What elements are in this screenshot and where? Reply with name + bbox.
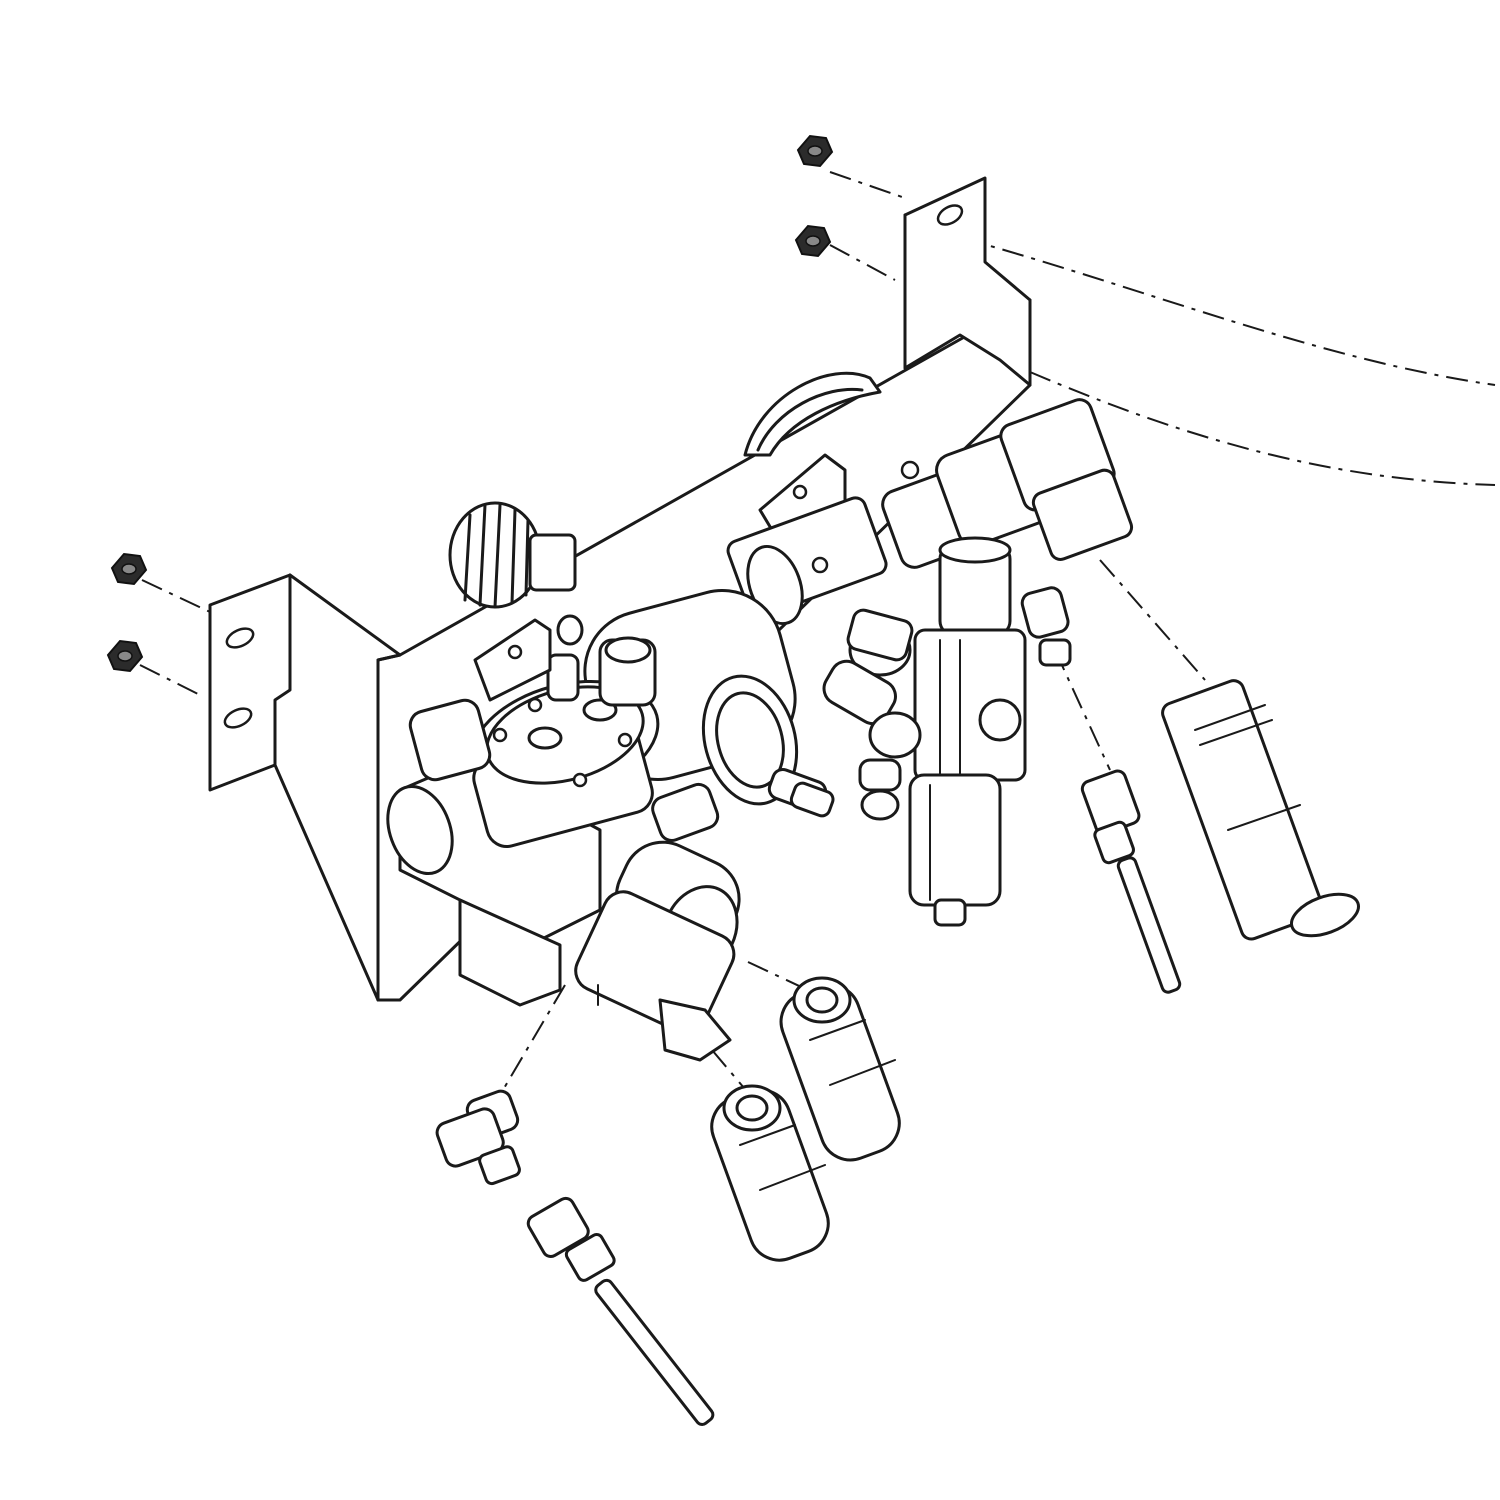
bracket-left-flange: [208, 573, 292, 792]
guide-line-hose-right: [1099, 559, 1206, 681]
guide-line-nut-2: [829, 244, 896, 281]
guide-line-probe-right: [1054, 649, 1111, 771]
guide-line-nut-4: [139, 664, 201, 696]
bracket-slot-left-1: [225, 627, 255, 649]
guide-line-nut-1: [829, 171, 906, 199]
hose-fitting-right: [1161, 679, 1360, 941]
elbow-fitting: [435, 1089, 521, 1186]
probe-fitting-lower: [526, 1196, 715, 1426]
valve-block: [386, 588, 828, 1062]
nut-left-2: [106, 639, 144, 673]
adjustment-knob: [448, 501, 577, 609]
bracket-slot-right-1: [936, 204, 964, 226]
nut-top-2: [794, 224, 832, 258]
guide-line-elbow: [499, 984, 566, 1096]
nut-left-1: [110, 552, 148, 586]
guide-lines: [139, 171, 1496, 1096]
probe-fitting-right: [1080, 769, 1182, 994]
bracket-right-flange: [903, 176, 1032, 387]
guide-line-nut-3: [141, 579, 211, 613]
filter-regulator: [822, 398, 1134, 927]
hose-fitting-lower: [710, 1084, 830, 1262]
nut-top-1: [796, 134, 834, 168]
pressure-gauge: [743, 371, 882, 457]
bracket-slot-left-2: [223, 707, 253, 729]
hose-fitting-center: [779, 976, 901, 1162]
guide-line-top-right-1: [961, 237, 1496, 386]
tube-segment: [789, 781, 835, 818]
